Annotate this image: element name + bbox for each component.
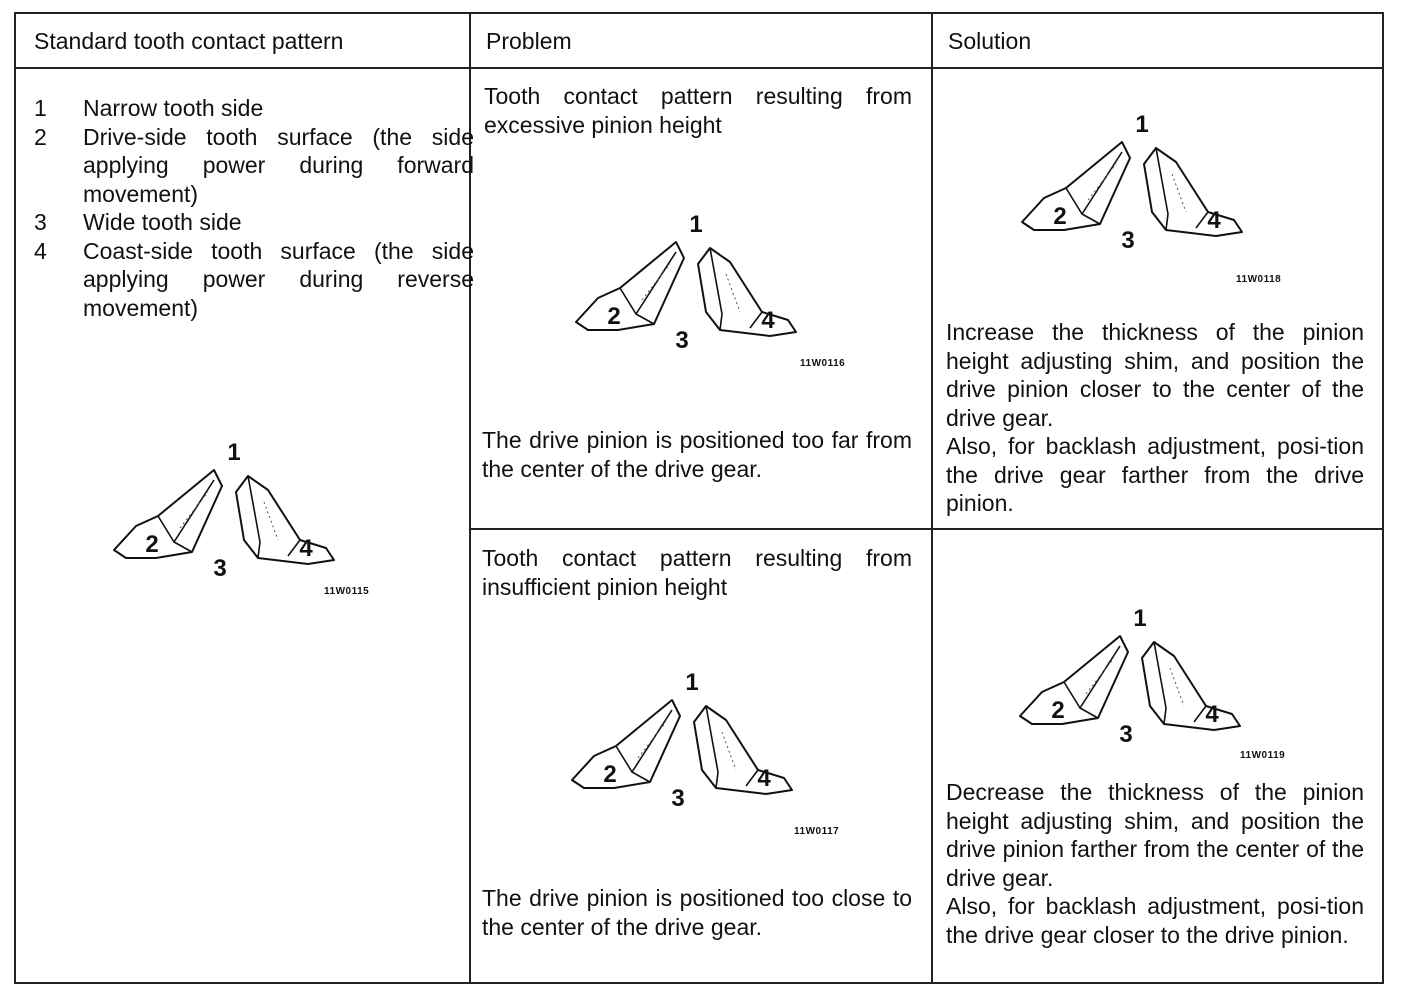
standard-figure-code: 11W0115 xyxy=(324,586,370,597)
solution-text-increase: Increase the thickness of the pinion hei… xyxy=(946,318,1364,518)
gear-label-2: 2 xyxy=(1051,697,1064,724)
legend-text: Coast-side tooth surface (the side apply… xyxy=(83,237,474,321)
gear-label-2: 2 xyxy=(603,761,616,788)
gear-label-1: 1 xyxy=(1135,111,1148,138)
legend-text: Narrow tooth side xyxy=(83,95,264,121)
solution-text-main: Decrease the thickness of the pinion hei… xyxy=(946,779,1364,891)
gear-label-1: 1 xyxy=(1133,605,1146,632)
gear-label-1: 1 xyxy=(227,439,240,466)
header-problem: Problem xyxy=(486,28,572,54)
column-divider-1 xyxy=(469,14,471,982)
gear-label-2: 2 xyxy=(607,303,620,330)
header-divider xyxy=(16,67,1382,69)
contact-pattern-table: Standard tooth contact pattern Problem S… xyxy=(14,12,1384,984)
solution-gear-figure-2: 1 2 3 4 xyxy=(1002,598,1262,753)
solution-text-decrease: Decrease the thickness of the pinion hei… xyxy=(946,778,1364,949)
legend-number: 4 xyxy=(34,237,47,264)
header-standard: Standard tooth contact pattern xyxy=(34,28,344,54)
insufficient-gear-figure: 1 2 3 4 xyxy=(554,662,814,817)
problem-title-insufficient: Tooth contact pattern resulting from ins… xyxy=(482,545,912,600)
gear-label-2: 2 xyxy=(145,531,158,558)
gear-label-4: 4 xyxy=(299,535,313,562)
gear-teeth-drawing: 1 2 3 4 xyxy=(1021,111,1243,254)
header-solution: Solution xyxy=(948,28,1032,54)
solution-text-backlash: Also, for backlash adjustment, posi-tion… xyxy=(946,893,1364,948)
legend-item: 3 Wide tooth side xyxy=(34,208,474,237)
excessive-gear-figure: 1 2 3 4 xyxy=(558,204,818,359)
gear-label-4: 4 xyxy=(757,765,771,792)
legend-item: 4 Coast-side tooth surface (the side app… xyxy=(34,237,474,323)
solution-text-backlash: Also, for backlash adjustment, posi-tion… xyxy=(946,433,1364,516)
excessive-figure-code: 11W0116 xyxy=(800,358,846,369)
gear-label-4: 4 xyxy=(1207,207,1221,234)
legend-list: 1 Narrow tooth side 2 Drive-side tooth s… xyxy=(34,94,474,322)
gear-label-1: 1 xyxy=(689,211,702,238)
gear-teeth-drawing: 1 2 3 4 xyxy=(575,211,797,354)
legend-number: 1 xyxy=(34,95,47,121)
legend-text: Wide tooth side xyxy=(83,209,242,235)
gear-label-1: 1 xyxy=(685,669,698,696)
gear-label-2: 2 xyxy=(1053,203,1066,230)
column-divider-2 xyxy=(931,14,933,982)
gear-teeth-drawing: 1 2 3 4 xyxy=(571,669,793,812)
legend-text: Drive-side tooth surface (the side apply… xyxy=(83,123,474,207)
gear-label-3: 3 xyxy=(213,555,226,582)
standard-gear-figure: 1 2 3 4 xyxy=(96,432,356,587)
solution-figure-code-2: 11W0119 xyxy=(1240,750,1286,761)
gear-label-3: 3 xyxy=(671,785,684,812)
gear-teeth-drawing: 1 2 3 4 xyxy=(1019,605,1241,748)
gear-label-4: 4 xyxy=(1205,701,1219,728)
solution-gear-figure-1: 1 2 3 4 xyxy=(1004,104,1264,259)
legend-number: 2 xyxy=(34,123,47,150)
problem-desc-insufficient: The drive pinion is positioned too close… xyxy=(482,885,912,940)
gear-label-3: 3 xyxy=(1121,227,1134,254)
insufficient-figure-code: 11W0117 xyxy=(794,826,840,837)
gear-label-3: 3 xyxy=(1119,721,1132,748)
solution-figure-code-1: 11W0118 xyxy=(1236,274,1282,285)
row-divider xyxy=(469,528,1382,530)
problem-desc-excessive: The drive pinion is positioned too far f… xyxy=(482,427,912,482)
legend-item: 2 Drive-side tooth surface (the side app… xyxy=(34,123,474,209)
legend-number: 3 xyxy=(34,209,47,235)
solution-text-main: Increase the thickness of the pinion hei… xyxy=(946,319,1364,431)
gear-label-4: 4 xyxy=(761,307,775,334)
gear-label-3: 3 xyxy=(675,327,688,354)
problem-title-excessive: Tooth contact pattern resulting from exc… xyxy=(484,83,912,138)
gear-teeth-drawing: 1 2 3 4 xyxy=(113,439,335,582)
legend-item: 1 Narrow tooth side xyxy=(34,94,474,123)
